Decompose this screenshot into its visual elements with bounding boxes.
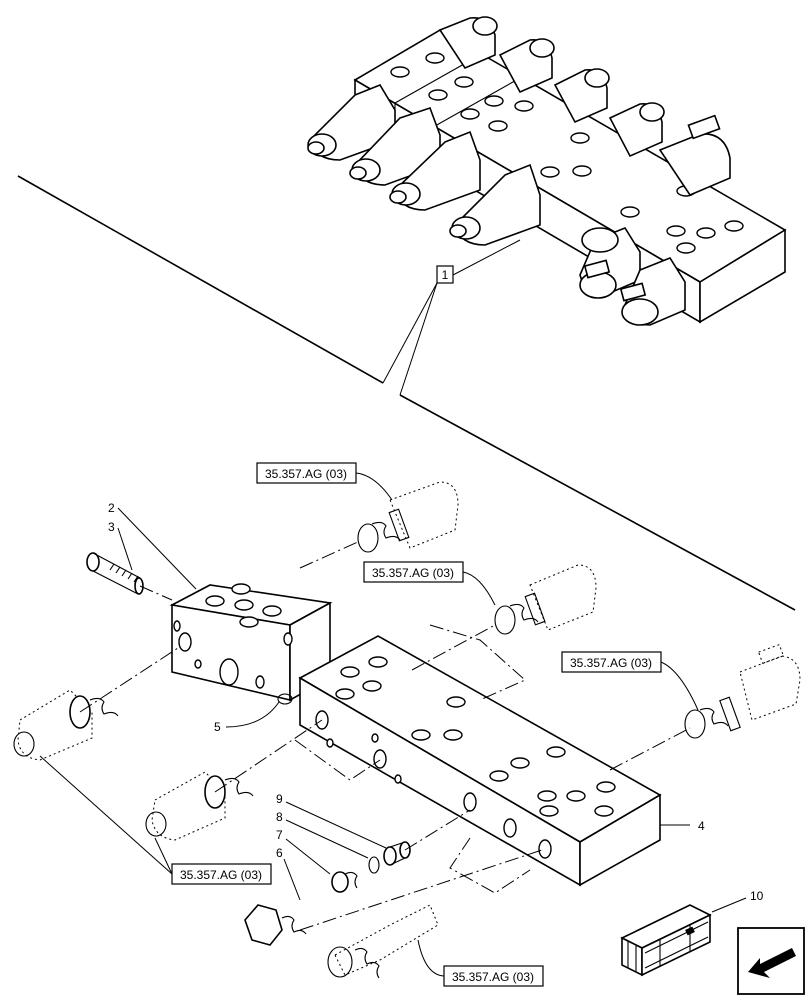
part-9-sleeve [383, 841, 411, 866]
part-5-o-ring [277, 693, 293, 705]
reference-box-e[interactable]: 35.357.AG (03) [417, 939, 544, 987]
reference-box-d[interactable]: 35.357.AG (03) [39, 755, 272, 885]
valve-bank-assembly [307, 16, 787, 326]
svg-text:2: 2 [108, 501, 115, 515]
callout-4: 4 [660, 819, 705, 833]
reference-box-c[interactable]: 35.357.AG (03) [561, 651, 699, 711]
svg-text:6: 6 [276, 846, 283, 860]
kit-crate-icon [620, 904, 712, 977]
part-2-end-block [169, 583, 333, 702]
reference-box-b[interactable]: 35.357.AG (03) [363, 561, 496, 606]
svg-text:35.357.AG (03): 35.357.AG (03) [372, 566, 454, 580]
callout-5: 5 [214, 701, 280, 734]
svg-text:10: 10 [750, 889, 764, 903]
solenoid-valve-middle [494, 564, 597, 635]
separation-line-right [399, 394, 796, 611]
callout-6: 6 [276, 846, 301, 901]
previous-arrow-icon[interactable] [737, 927, 805, 995]
svg-text:35.357.AG (03): 35.357.AG (03) [570, 656, 652, 670]
svg-text:35.357.AG (03): 35.357.AG (03) [180, 868, 262, 882]
reference-box-a[interactable]: 35.357.AG (03) [256, 462, 393, 501]
svg-text:1: 1 [442, 268, 449, 282]
part-4-main-block [298, 635, 662, 887]
svg-text:8: 8 [276, 810, 283, 824]
svg-text:4: 4 [698, 819, 705, 833]
part-7-spool [331, 871, 358, 893]
solenoid-valve-top [357, 481, 459, 553]
callout-10: 10 [711, 889, 764, 913]
callout-1: 1 [382, 239, 521, 396]
svg-text:7: 7 [276, 828, 283, 842]
callout-9: 9 [276, 792, 387, 849]
cartridge-valve-bottom [327, 904, 439, 979]
part-8-ring [368, 856, 380, 874]
callout-8: 8 [276, 810, 369, 859]
svg-text:5: 5 [214, 720, 221, 734]
separation-line-left [17, 175, 384, 384]
solenoid-valve-left-lower [145, 771, 254, 841]
svg-text:3: 3 [108, 520, 115, 534]
callout-3: 3 [108, 520, 133, 571]
callout-2: 2 [108, 501, 197, 590]
part-6-plug [244, 904, 307, 946]
svg-text:9: 9 [276, 792, 283, 806]
part-3-bolt [86, 552, 144, 595]
svg-text:35.357.AG (03): 35.357.AG (03) [265, 467, 347, 481]
solenoid-valve-left-upper [13, 689, 119, 761]
solenoid-valve-right [684, 643, 801, 739]
svg-text:35.357.AG (03): 35.357.AG (03) [452, 970, 534, 984]
callout-7: 7 [276, 828, 331, 875]
centerlines [79, 540, 691, 931]
